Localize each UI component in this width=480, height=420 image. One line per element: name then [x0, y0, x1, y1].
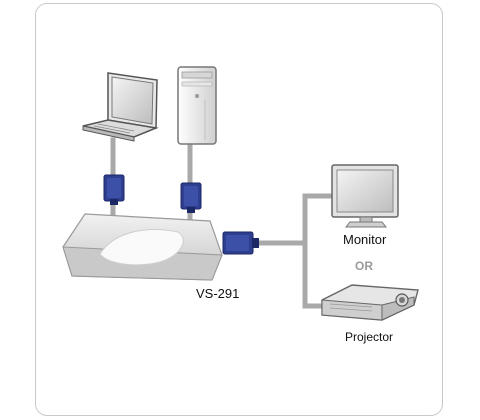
projector-icon — [321, 284, 419, 321]
vga-connector-output — [222, 231, 259, 255]
monitor-icon — [331, 164, 399, 228]
monitor-label: Monitor — [343, 232, 387, 247]
vga-connector-middle — [180, 182, 202, 213]
cables — [110, 137, 335, 309]
device-label: VS-291 — [196, 286, 240, 301]
laptop-icon — [82, 72, 159, 142]
vga-connector-left — [103, 174, 125, 205]
pc-tower-icon — [177, 66, 217, 145]
vs-291-device — [62, 213, 223, 281]
projector-label: Projector — [345, 330, 394, 344]
or-label: OR — [355, 259, 373, 273]
